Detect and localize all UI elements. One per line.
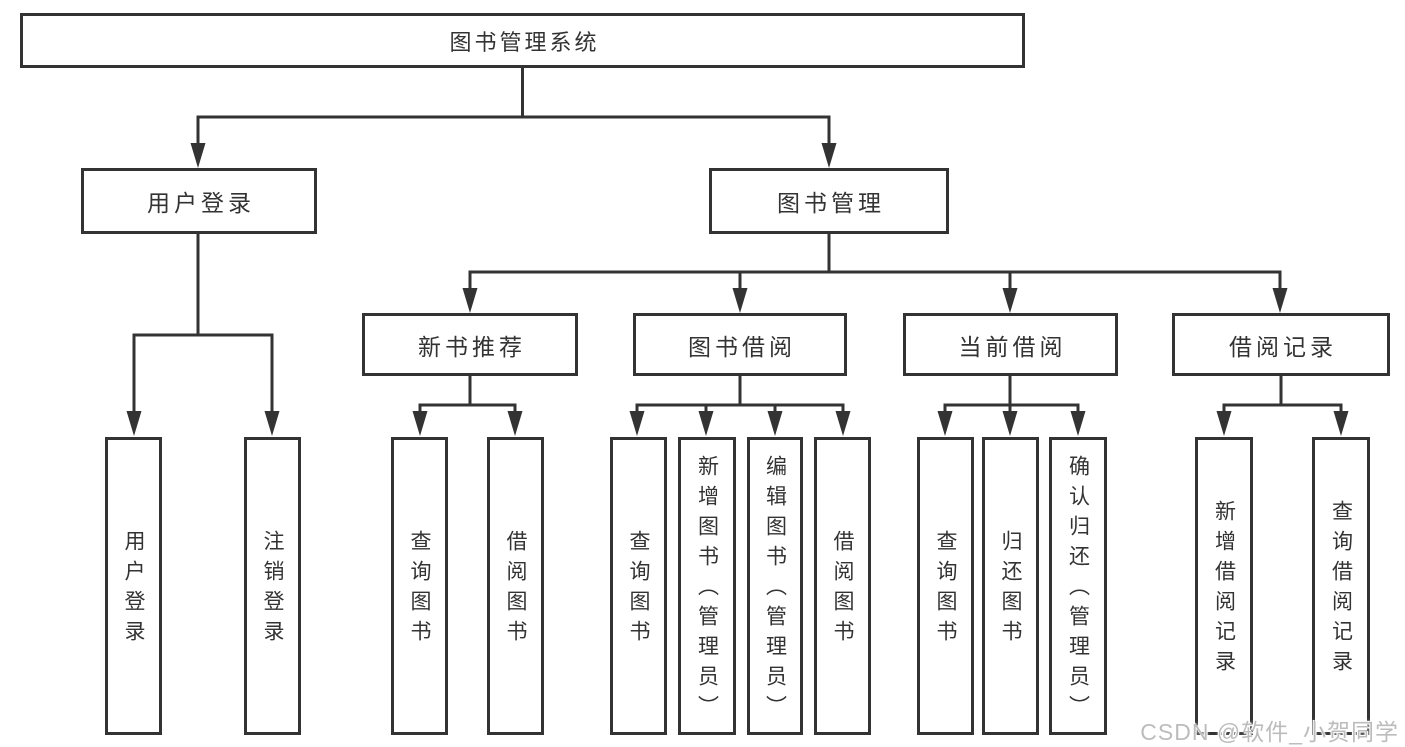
node-label: 新书推荐 [418,333,526,360]
node-label: 借阅记录 [1229,333,1337,360]
node-book-management: 图书管理 [709,168,949,234]
leaf-label: 新增图书（管理员） [695,455,719,725]
leaf-query-borrow-record: 查询借阅记录 [1312,437,1370,735]
leaf-query-book-current: 查询图书 [917,437,974,735]
node-book-borrow: 图书借阅 [633,313,847,376]
leaf-label: 借阅图书 [504,530,527,650]
leaf-borrow-book: 借阅图书 [814,437,871,735]
node-library-system: 图书管理系统 [20,13,1025,68]
node-label: 图书管理系统 [449,29,600,55]
leaf-query-book-borrow: 查询图书 [610,437,667,735]
leaf-label: 借阅图书 [831,530,854,650]
leaf-add-borrow-record: 新增借阅记录 [1195,437,1253,735]
node-borrow-records: 借阅记录 [1172,313,1390,376]
leaf-query-book-recommend: 查询图书 [391,437,448,735]
csdn-watermark: CSDN @软件_小贺同学 [1140,719,1399,745]
leaf-add-book-admin: 新增图书（管理员） [678,437,736,735]
leaf-borrow-book-recommend: 借阅图书 [487,437,544,735]
leaf-label: 用户登录 [122,530,145,650]
leaf-label: 注销登录 [261,530,284,650]
leaf-label: 查询借阅记录 [1329,500,1353,680]
node-label: 图书借阅 [688,333,796,360]
leaf-label: 归还图书 [999,530,1022,650]
leaf-label: 确认归还（管理员） [1066,455,1090,725]
leaf-label: 查询图书 [408,530,431,650]
leaf-edit-book-admin: 编辑图书（管理员） [747,437,803,735]
node-new-book-recommend: 新书推荐 [362,313,578,376]
leaf-return-book: 归还图书 [982,437,1039,735]
node-user-login: 用户登录 [81,168,317,234]
leaf-label: 查询图书 [627,530,650,650]
leaf-confirm-return-admin: 确认归还（管理员） [1049,437,1107,735]
node-label: 图书管理 [777,190,885,216]
leaf-logout: 注销登录 [244,437,301,735]
leaf-user-login: 用户登录 [105,437,162,735]
node-label: 当前借阅 [958,333,1067,360]
node-current-borrow: 当前借阅 [903,313,1118,376]
leaf-label: 查询图书 [934,530,957,650]
node-label: 用户登录 [147,190,255,216]
leaf-label: 新增借阅记录 [1212,500,1236,680]
leaf-label: 编辑图书（管理员） [763,455,787,725]
